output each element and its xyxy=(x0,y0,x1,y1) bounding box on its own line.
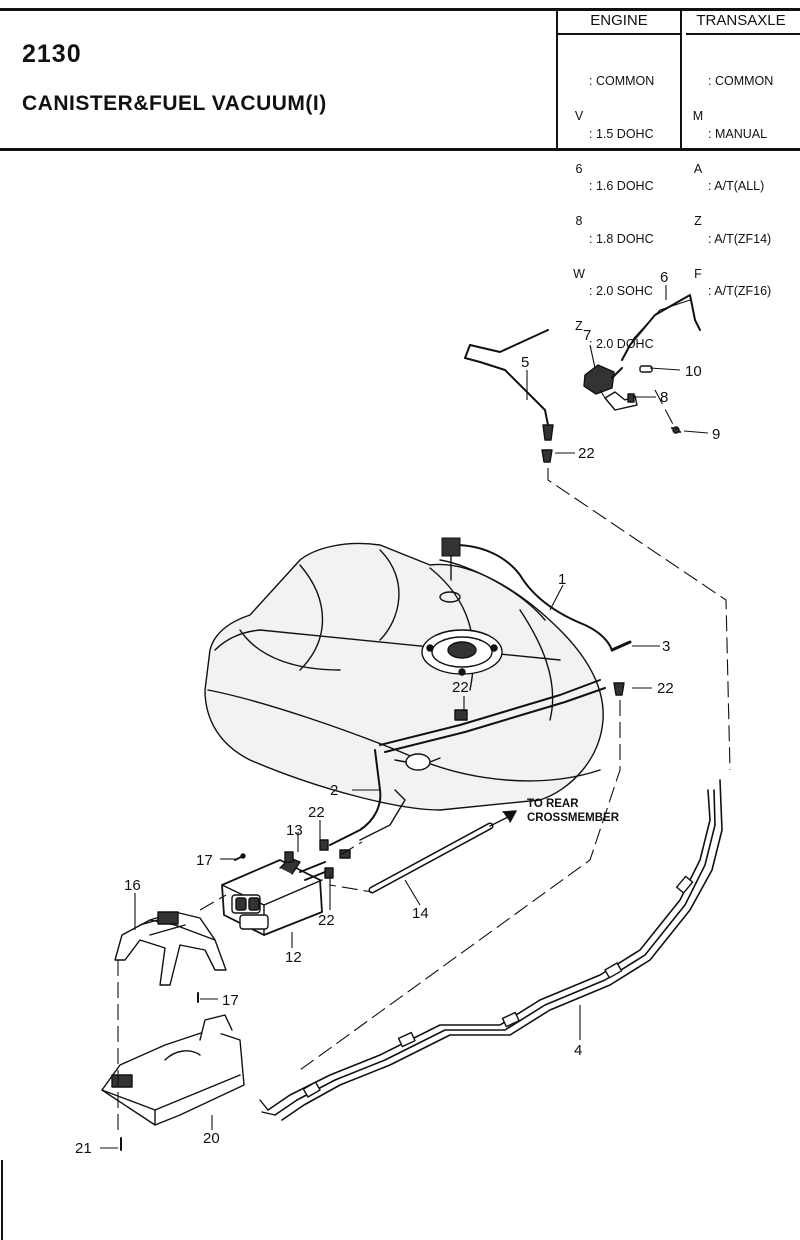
clamp-22 xyxy=(541,449,625,696)
engine-label: : 2.0 SOHC xyxy=(589,284,653,298)
transaxle-code: A xyxy=(693,161,703,176)
callout-22-right: 22 xyxy=(657,680,674,697)
callout-16: 16 xyxy=(124,877,141,894)
part-title: CANISTER&FUEL VACUUM(I) xyxy=(22,92,327,115)
engine-code: W xyxy=(573,266,585,281)
bracket-8 xyxy=(604,391,638,411)
callout-12: 12 xyxy=(285,949,302,966)
callout-17-lower: 17 xyxy=(222,992,239,1009)
callouts: 6 7 10 8 9 5 22 1 3 22 22 2 22 13 17 22 … xyxy=(75,269,720,1157)
legend-table: ENGINE TRANSAXLE V 6 8 W Z : COMMON : 1.… xyxy=(556,11,800,351)
transaxle-labels: : COMMON : MANUAL : A/T(ALL) : A/T(ZF14)… xyxy=(708,38,800,336)
transaxle-heading: TRANSAXLE xyxy=(696,12,786,29)
legend-heading-rule xyxy=(686,33,800,35)
legend-heading-rule xyxy=(556,33,680,35)
engine-labels: : COMMON : 1.5 DOHC : 1.6 DOHC : 1.8 DOH… xyxy=(589,38,679,388)
bolt-17 xyxy=(197,853,246,1003)
legend-divider xyxy=(556,11,558,148)
engine-heading: ENGINE xyxy=(590,12,648,29)
callout-8: 8 xyxy=(660,389,668,406)
guide-lines xyxy=(117,389,731,1130)
callout-9: 9 xyxy=(712,426,720,443)
transaxle-code: F xyxy=(694,266,702,281)
canister xyxy=(221,857,331,936)
transaxle-label: : MANUAL xyxy=(708,126,768,141)
callout-20: 20 xyxy=(203,1130,220,1147)
callout-14: 14 xyxy=(412,905,429,922)
callout-3: 3 xyxy=(662,638,670,655)
callout-6: 6 xyxy=(660,269,668,286)
engine-codes: V 6 8 W Z xyxy=(570,38,588,371)
note-crossmember: CROSSMEMBER xyxy=(527,812,620,824)
engine-code: V xyxy=(574,109,584,123)
engine-label: : 2.0 DOHC xyxy=(589,336,654,351)
engine-label: : 1.5 DOHC xyxy=(589,126,654,141)
callout-4: 4 xyxy=(574,1042,582,1059)
callout-22-lower: 22 xyxy=(318,912,335,929)
callout-10: 10 xyxy=(685,363,702,380)
vacuum-line-6 xyxy=(621,294,701,361)
callout-22-upper: 22 xyxy=(578,445,595,462)
engine-label: : 1.8 DOHC xyxy=(589,231,654,246)
engine-label: : 1.6 DOHC xyxy=(589,179,654,193)
transaxle-label: : A/T(ZF14) xyxy=(708,231,772,246)
fuel-line-2 xyxy=(329,679,606,846)
legend-divider xyxy=(680,11,682,148)
callout-7: 7 xyxy=(583,327,591,344)
header-bottom-rule xyxy=(0,148,800,151)
transaxle-code: Z xyxy=(694,214,702,228)
callout-22-tank: 22 xyxy=(452,679,469,696)
connector-13 xyxy=(284,839,351,879)
parts-diagram: 6 7 10 8 9 5 22 1 3 22 22 2 22 13 17 22 … xyxy=(1,269,731,1240)
engine-code: 6 xyxy=(575,161,583,176)
leader-lines xyxy=(100,285,709,1149)
fuel-lines-4 xyxy=(259,779,723,1121)
engine-code: 8 xyxy=(575,214,583,228)
header: 2130 CANISTER&FUEL VACUUM(I) ENGINE TRAN… xyxy=(0,0,800,351)
header-top-rule xyxy=(0,8,800,11)
bracket-16 xyxy=(114,911,227,986)
callout-22-mid: 22 xyxy=(308,804,325,821)
hose-14 xyxy=(368,810,517,894)
vacuum-line-5 xyxy=(464,329,554,441)
callout-17-upper: 17 xyxy=(196,852,213,869)
note-to-rear: TO REAR xyxy=(527,798,579,810)
fuel-tank xyxy=(204,542,604,811)
transaxle-codes: M A Z F xyxy=(690,38,706,318)
transaxle-label: : A/T(ZF16) xyxy=(708,284,772,298)
transaxle-label: : COMMON xyxy=(708,74,774,88)
tray-20 xyxy=(101,1014,245,1126)
cap-10 xyxy=(639,365,653,373)
transaxle-code: M xyxy=(692,109,704,123)
transaxle-label: : A/T(ALL) xyxy=(708,179,765,193)
callout-21: 21 xyxy=(75,1140,92,1157)
callout-5: 5 xyxy=(521,354,529,371)
callout-2: 2 xyxy=(330,782,338,799)
engine-code: Z xyxy=(575,319,583,333)
callout-13: 13 xyxy=(286,822,303,839)
engine-label: : COMMON xyxy=(589,74,655,88)
vent-hose-1 xyxy=(441,537,632,652)
callout-1: 1 xyxy=(558,571,566,588)
part-number: 2130 xyxy=(22,40,82,68)
solenoid-valve-7 xyxy=(583,364,623,395)
